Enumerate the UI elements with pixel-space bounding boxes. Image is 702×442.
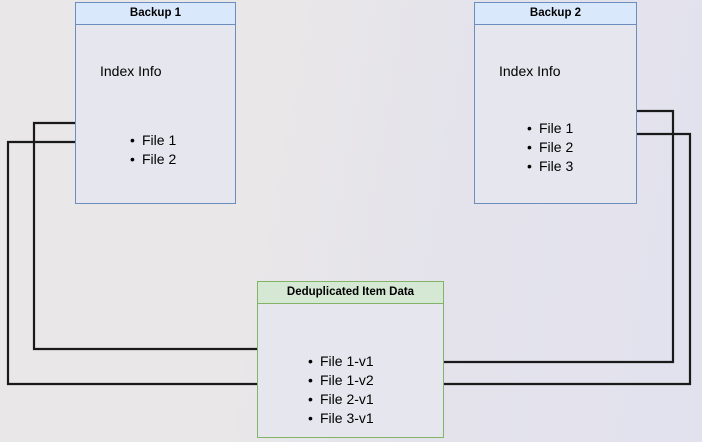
list-item[interactable]: File 3-v1 [308,409,374,428]
list-item[interactable]: File 3 [527,157,573,176]
node-backup2-header: Backup 2 [475,3,636,25]
list-item[interactable]: File 1-v2 [308,371,374,390]
list-item[interactable]: File 1-v1 [308,352,374,371]
node-backup2[interactable]: Backup 2 Index Info File 1 File 2 File 3 [474,2,637,204]
node-backup2-index-label: Index Info [499,63,561,79]
list-item[interactable]: File 1 [130,131,176,150]
node-backup1-file-list: File 1 File 2 [126,131,176,169]
node-dedup-file-list: File 1-v1 File 1-v2 File 2-v1 File 3-v1 [304,352,374,428]
list-item[interactable]: File 1 [527,119,573,138]
list-item[interactable]: File 2 [527,138,573,157]
node-dedup[interactable]: Deduplicated Item Data File 1-v1 File 1-… [257,281,444,438]
node-dedup-header: Deduplicated Item Data [258,282,443,304]
list-item[interactable]: File 2-v1 [308,390,374,409]
node-backup1[interactable]: Backup 1 Index Info File 1 File 2 [75,2,236,204]
node-backup2-body: Index Info File 1 File 2 File 3 [475,25,636,203]
node-dedup-body: File 1-v1 File 1-v2 File 2-v1 File 3-v1 [258,304,443,437]
node-backup1-body: Index Info File 1 File 2 [76,25,235,203]
list-item[interactable]: File 2 [130,150,176,169]
node-backup2-file-list: File 1 File 2 File 3 [523,119,573,176]
node-backup1-header: Backup 1 [76,3,235,25]
node-backup1-index-label: Index Info [100,63,162,79]
